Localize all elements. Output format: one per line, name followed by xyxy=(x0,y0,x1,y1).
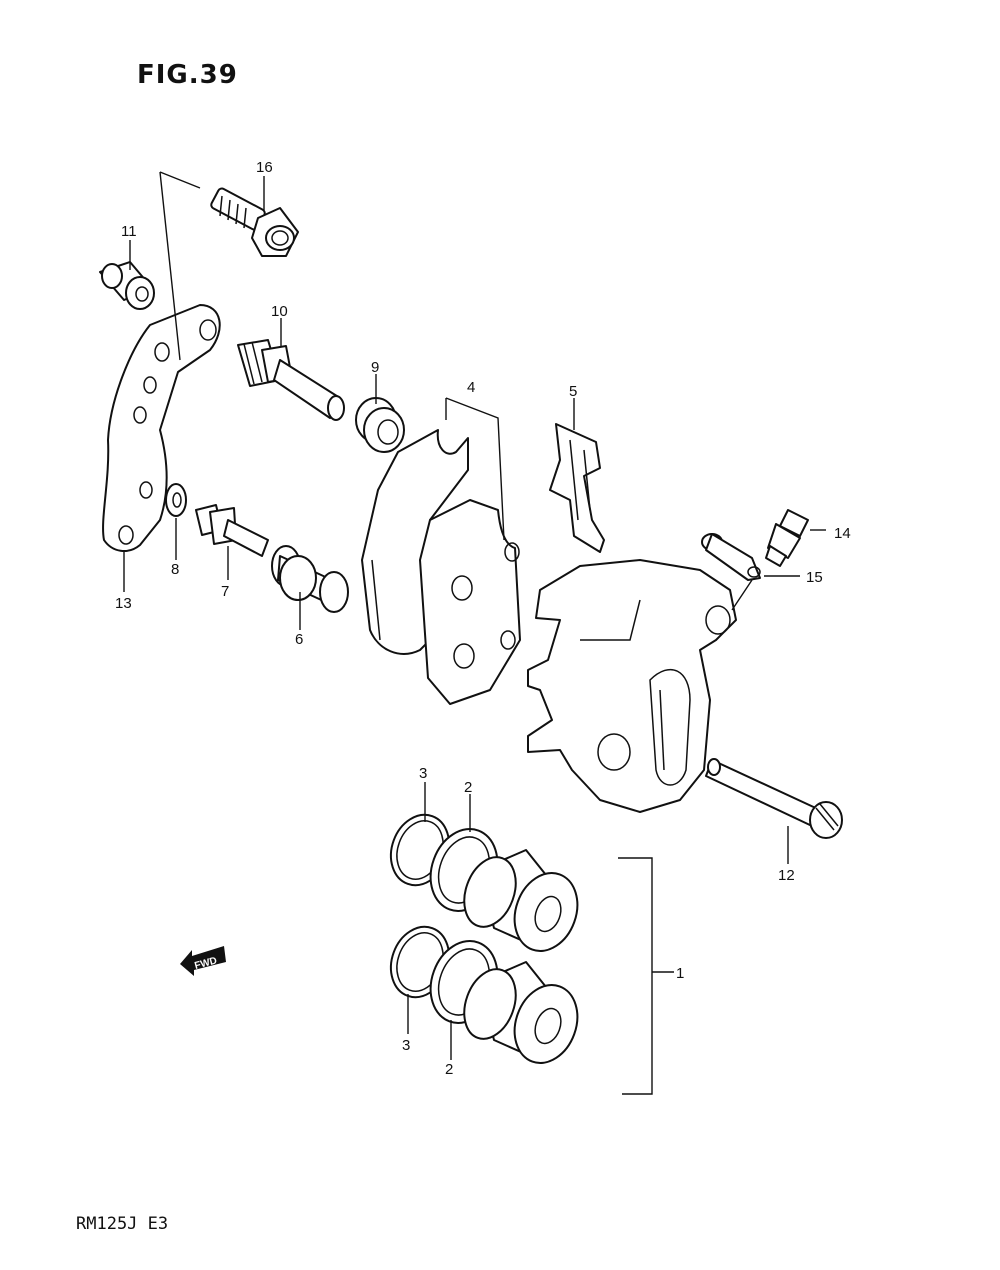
bleeder-14 xyxy=(765,509,809,567)
callout-1: 1 xyxy=(676,965,684,982)
callout-3-lower: 3 xyxy=(402,1037,410,1054)
callout-12: 12 xyxy=(778,867,795,884)
cap-15 xyxy=(701,533,761,581)
brake-pads-4 xyxy=(361,429,521,705)
sleeve-11 xyxy=(99,261,155,310)
callout-7: 7 xyxy=(221,583,229,600)
boot-9 xyxy=(355,397,405,453)
callout-11: 11 xyxy=(121,223,137,240)
pin-7 xyxy=(195,504,269,557)
callout-15: 15 xyxy=(806,569,823,586)
bracket-13 xyxy=(102,304,221,552)
callout-13: 13 xyxy=(115,595,132,612)
callout-8: 8 xyxy=(171,561,179,578)
callout-14: 14 xyxy=(834,525,851,542)
pin-6 xyxy=(271,545,349,613)
callout-9: 9 xyxy=(371,359,379,376)
callout-3-upper: 3 xyxy=(419,765,427,782)
callout-6: 6 xyxy=(295,631,303,648)
callout-16: 16 xyxy=(256,159,273,176)
callout-5: 5 xyxy=(569,383,577,400)
figure-title: FIG.39 xyxy=(137,60,238,90)
piston-lower xyxy=(463,961,579,1064)
callout-2-upper: 2 xyxy=(464,779,472,796)
callout-labels: 16 11 10 9 4 5 14 15 8 7 13 6 12 3 2 1 3… xyxy=(115,159,851,1078)
callout-2-lower: 2 xyxy=(445,1061,453,1078)
leader-lines xyxy=(123,171,826,1095)
model-code: RM125J E3 xyxy=(76,1214,169,1234)
pin-10 xyxy=(237,339,345,421)
fwd-arrow-icon: FWD xyxy=(180,946,226,976)
flange-bolt-16 xyxy=(210,187,299,257)
washer-8 xyxy=(165,483,187,517)
caliper-body xyxy=(527,559,737,813)
callout-4: 4 xyxy=(467,379,475,396)
bolt-12 xyxy=(705,758,843,839)
pad-spring-5 xyxy=(549,423,605,553)
piston-upper xyxy=(463,849,579,952)
callout-10: 10 xyxy=(271,303,288,320)
